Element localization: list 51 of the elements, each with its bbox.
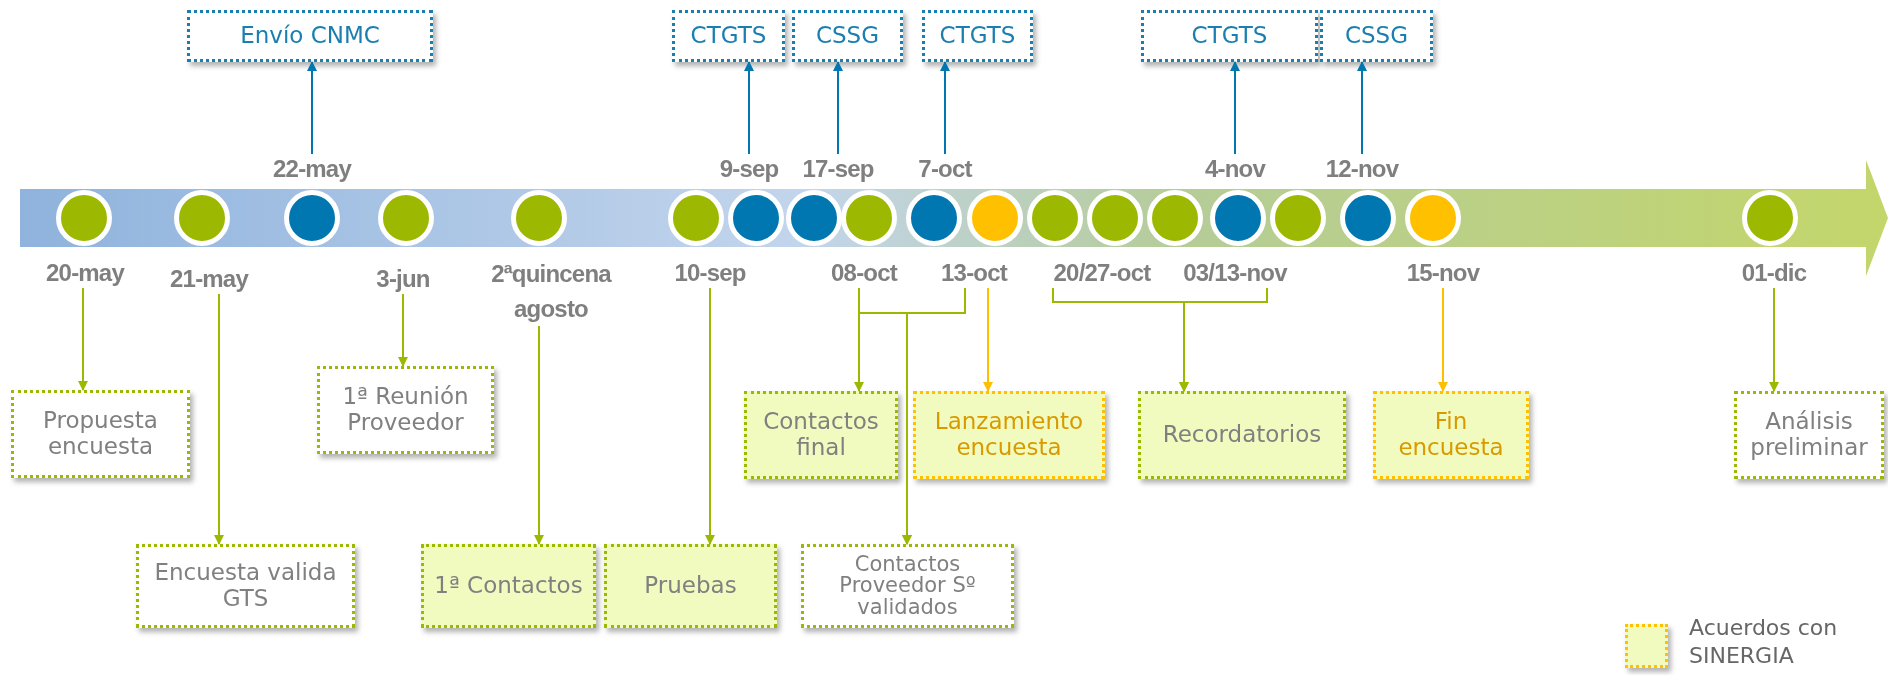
date-label: 9-sep [711, 154, 787, 184]
task-box: Pruebas [604, 544, 777, 628]
date-label: 20/27-oct [1046, 258, 1158, 288]
arrow [940, 61, 950, 155]
meeting-box: Envío CNMC [187, 10, 433, 62]
arrow [1357, 61, 1367, 155]
date-label: 10-sep [665, 258, 755, 288]
date-label: 20-may [35, 258, 135, 288]
date-label: 21-may [159, 264, 259, 294]
date-label: 13-oct [927, 258, 1021, 288]
arrow [833, 61, 843, 155]
date-label: 7-oct [907, 154, 983, 184]
task-box: Recordatorios [1138, 391, 1346, 479]
arrow [78, 287, 88, 391]
date-label: 15-nov [1395, 258, 1491, 288]
arrow [398, 293, 408, 367]
arrow [534, 325, 544, 545]
date-label: 03/13-nov [1169, 258, 1301, 288]
meeting-box: CTGTS [922, 10, 1033, 62]
arrow [214, 293, 224, 545]
task-box: Lanzamiento encuesta [913, 391, 1105, 479]
date-label: 4-nov [1193, 154, 1277, 184]
task-box: Fin encuesta [1373, 391, 1529, 479]
legend-label: Acuerdos con SINERGIA [1689, 614, 1839, 670]
arrow [983, 287, 993, 392]
task-box: Contactos final [744, 391, 898, 479]
meeting-box: CTGTS [1141, 10, 1318, 62]
meeting-box: CSSG [1320, 10, 1433, 62]
task-box: Análisis preliminar [1734, 391, 1884, 479]
task-box: 1ª Contactos [421, 544, 596, 628]
task-box: Encuesta valida GTS [136, 544, 355, 628]
task-box: 1ª Reunión Proveedor [317, 366, 494, 454]
arrow [744, 61, 754, 155]
task-box: Propuesta encuesta [11, 390, 190, 478]
date-label: 22-may [262, 154, 362, 184]
date-label: 3-jun [363, 264, 443, 294]
meeting-box: CTGTS [672, 10, 785, 62]
date-label: 08-oct [817, 258, 911, 288]
date-label: 12-nov [1314, 154, 1410, 184]
date-label: 2ªquincena agosto [471, 256, 631, 326]
arrow [1769, 287, 1779, 392]
arrow [1179, 287, 1268, 392]
arrow [705, 287, 715, 545]
date-label: 17-sep [795, 154, 881, 184]
arrow [902, 287, 966, 545]
arrow [307, 61, 317, 155]
arrow [1230, 61, 1240, 155]
date-label: 01-dic [1731, 258, 1817, 288]
arrow [1438, 287, 1448, 392]
task-box: Contactos Proveedor Sº validados [801, 544, 1014, 628]
meeting-box: CSSG [792, 10, 903, 62]
